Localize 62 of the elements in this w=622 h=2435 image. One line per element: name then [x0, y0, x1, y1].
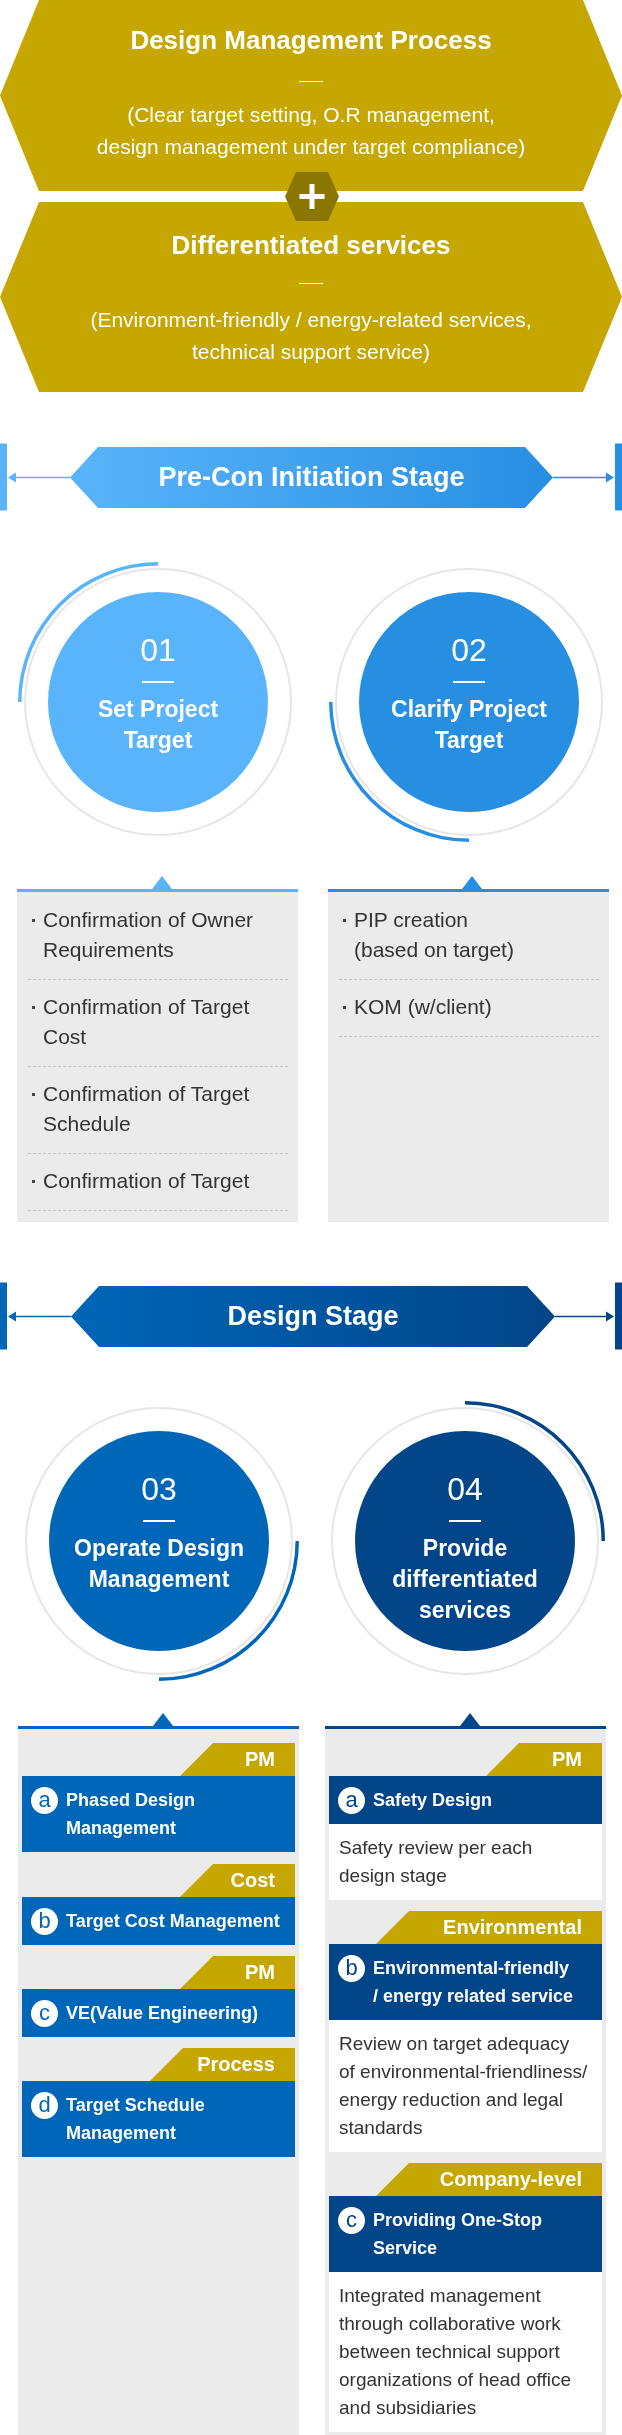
- step-number: 02: [451, 631, 487, 670]
- step-title: Provide differentiated services: [391, 1534, 539, 1625]
- item-title: Target Schedule Management: [66, 2094, 206, 2145]
- tag-label: Environmental: [443, 1915, 582, 1940]
- tag-label: Cost: [230, 1868, 275, 1893]
- subheading: (Environment-friendly / energy-related services, technical support service): [89, 307, 533, 365]
- heading: Design Management Process: [130, 24, 492, 57]
- letter-marker: a: [338, 1787, 365, 1814]
- card-panel: [325, 1726, 606, 2435]
- tag-label: PM: [245, 1960, 275, 1985]
- step-title: Clarify Project Target: [390, 695, 548, 755]
- letter-marker: c: [31, 2000, 58, 2027]
- list-item-text: Confirmation of Target Cost: [43, 994, 251, 1050]
- description-panel: [329, 1824, 602, 1900]
- list-item-text: Confirmation of Target Schedule: [43, 1081, 251, 1137]
- list-item-text: KOM (w/client): [354, 994, 493, 1020]
- description-text: Integrated management through collaborative work between technical support organizations of head office and subsidiaries: [339, 2284, 573, 2420]
- description-text: Review on target adequacy of environmental-friendliness/ energy reduction and legal standards: [339, 2032, 589, 2140]
- step-title: Operate Design Management: [73, 1534, 245, 1594]
- item-title: Providing One-Stop Service: [373, 2209, 543, 2260]
- stage-banner: [70, 447, 553, 508]
- description-text: Safety review per each design stage: [339, 1836, 534, 1888]
- hexagon-panel: [0, 202, 622, 392]
- hexagon-panel: [0, 0, 622, 191]
- item-title: Safety Design: [373, 1789, 494, 1812]
- item-header-bar: [329, 2196, 602, 2272]
- step-number: 01: [140, 631, 176, 670]
- item-title: VE(Value Engineering): [66, 2002, 260, 2025]
- tag-label: Process: [197, 2052, 275, 2077]
- item-title: Target Cost Management: [66, 1910, 281, 1933]
- item-header-bar: [329, 1944, 602, 2020]
- letter-marker: d: [31, 2092, 58, 2119]
- step-number: 03: [141, 1470, 177, 1509]
- stage-banner: [71, 1286, 555, 1347]
- item-title: Environmental-friendly / energy related service: [373, 1957, 575, 2008]
- stage-title: Pre-Con Initiation Stage: [158, 461, 465, 494]
- list-item-text: Confirmation of Owner Requirements: [43, 907, 255, 963]
- item-header-bar: [329, 1776, 602, 1824]
- list-panel: [17, 889, 298, 1222]
- item-title: Phased Design Management: [66, 1789, 197, 1840]
- list-panel: [328, 889, 609, 1222]
- letter-marker: b: [338, 1955, 365, 1982]
- list-item-text: PIP creation (based on target): [354, 907, 515, 963]
- tag-label: PM: [245, 1747, 275, 1772]
- card-panel: [18, 1726, 299, 2435]
- step-number: 04: [447, 1470, 483, 1509]
- description-panel: [329, 2272, 602, 2432]
- letter-marker: a: [31, 1787, 58, 1814]
- description-panel: [329, 2020, 602, 2152]
- tag-label: PM: [552, 1747, 582, 1772]
- letter-marker: c: [338, 2207, 365, 2234]
- step-title: Set Project Target: [96, 695, 220, 755]
- list-item-text: Confirmation of Target: [43, 1168, 251, 1194]
- letter-marker: b: [31, 1908, 58, 1935]
- item-header-bar: [22, 1776, 295, 1852]
- tag-label: Company-level: [439, 2167, 582, 2192]
- item-header-bar: [22, 1989, 295, 2037]
- stage-title: Design Stage: [227, 1300, 399, 1333]
- item-header-bar: [22, 2081, 295, 2157]
- heading: Differentiated services: [171, 229, 451, 262]
- item-header-bar: [22, 1897, 295, 1945]
- subheading: (Clear target setting, O.R management, design management under target compliance): [95, 102, 527, 160]
